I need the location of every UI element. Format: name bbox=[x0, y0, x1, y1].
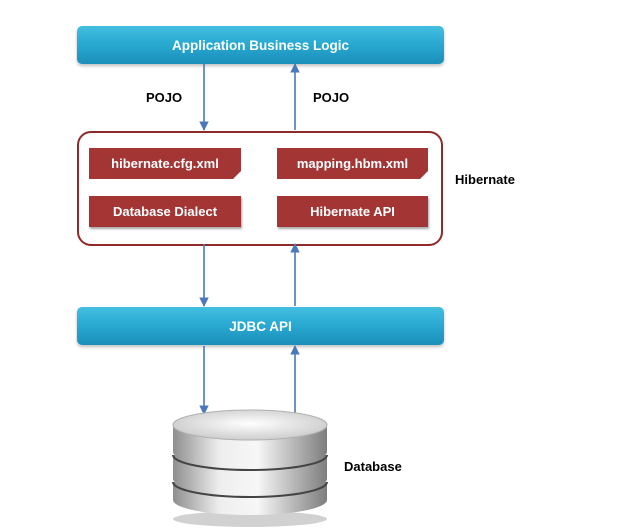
hibernate-api-label: Hibernate API bbox=[310, 204, 395, 219]
jdbc-api-label: JDBC API bbox=[229, 318, 292, 334]
database-label: Database bbox=[344, 459, 402, 474]
application-business-logic-label: Application Business Logic bbox=[171, 37, 350, 53]
hibernate-api-box: Hibernate API bbox=[277, 196, 428, 227]
hibernate-cfg-xml-label: hibernate.cfg.xml bbox=[111, 156, 219, 171]
database-cylinder-icon bbox=[172, 409, 328, 527]
pojo-up-label: POJO bbox=[313, 90, 350, 105]
hibernate-cfg-xml-box: hibernate.cfg.xml bbox=[89, 148, 241, 179]
application-business-logic-bar: Application Business Logic bbox=[77, 26, 444, 64]
pojo-down-label: POJO bbox=[146, 90, 183, 105]
mapping-hbm-xml-label: mapping.hbm.xml bbox=[296, 156, 409, 171]
hibernate-label: Hibernate bbox=[455, 172, 515, 187]
jdbc-api-bar: JDBC API bbox=[77, 307, 444, 345]
database-dialect-label: Database Dialect bbox=[112, 204, 218, 219]
mapping-hbm-xml-box: mapping.hbm.xml bbox=[277, 148, 428, 179]
database-dialect-box: Database Dialect bbox=[89, 196, 241, 227]
